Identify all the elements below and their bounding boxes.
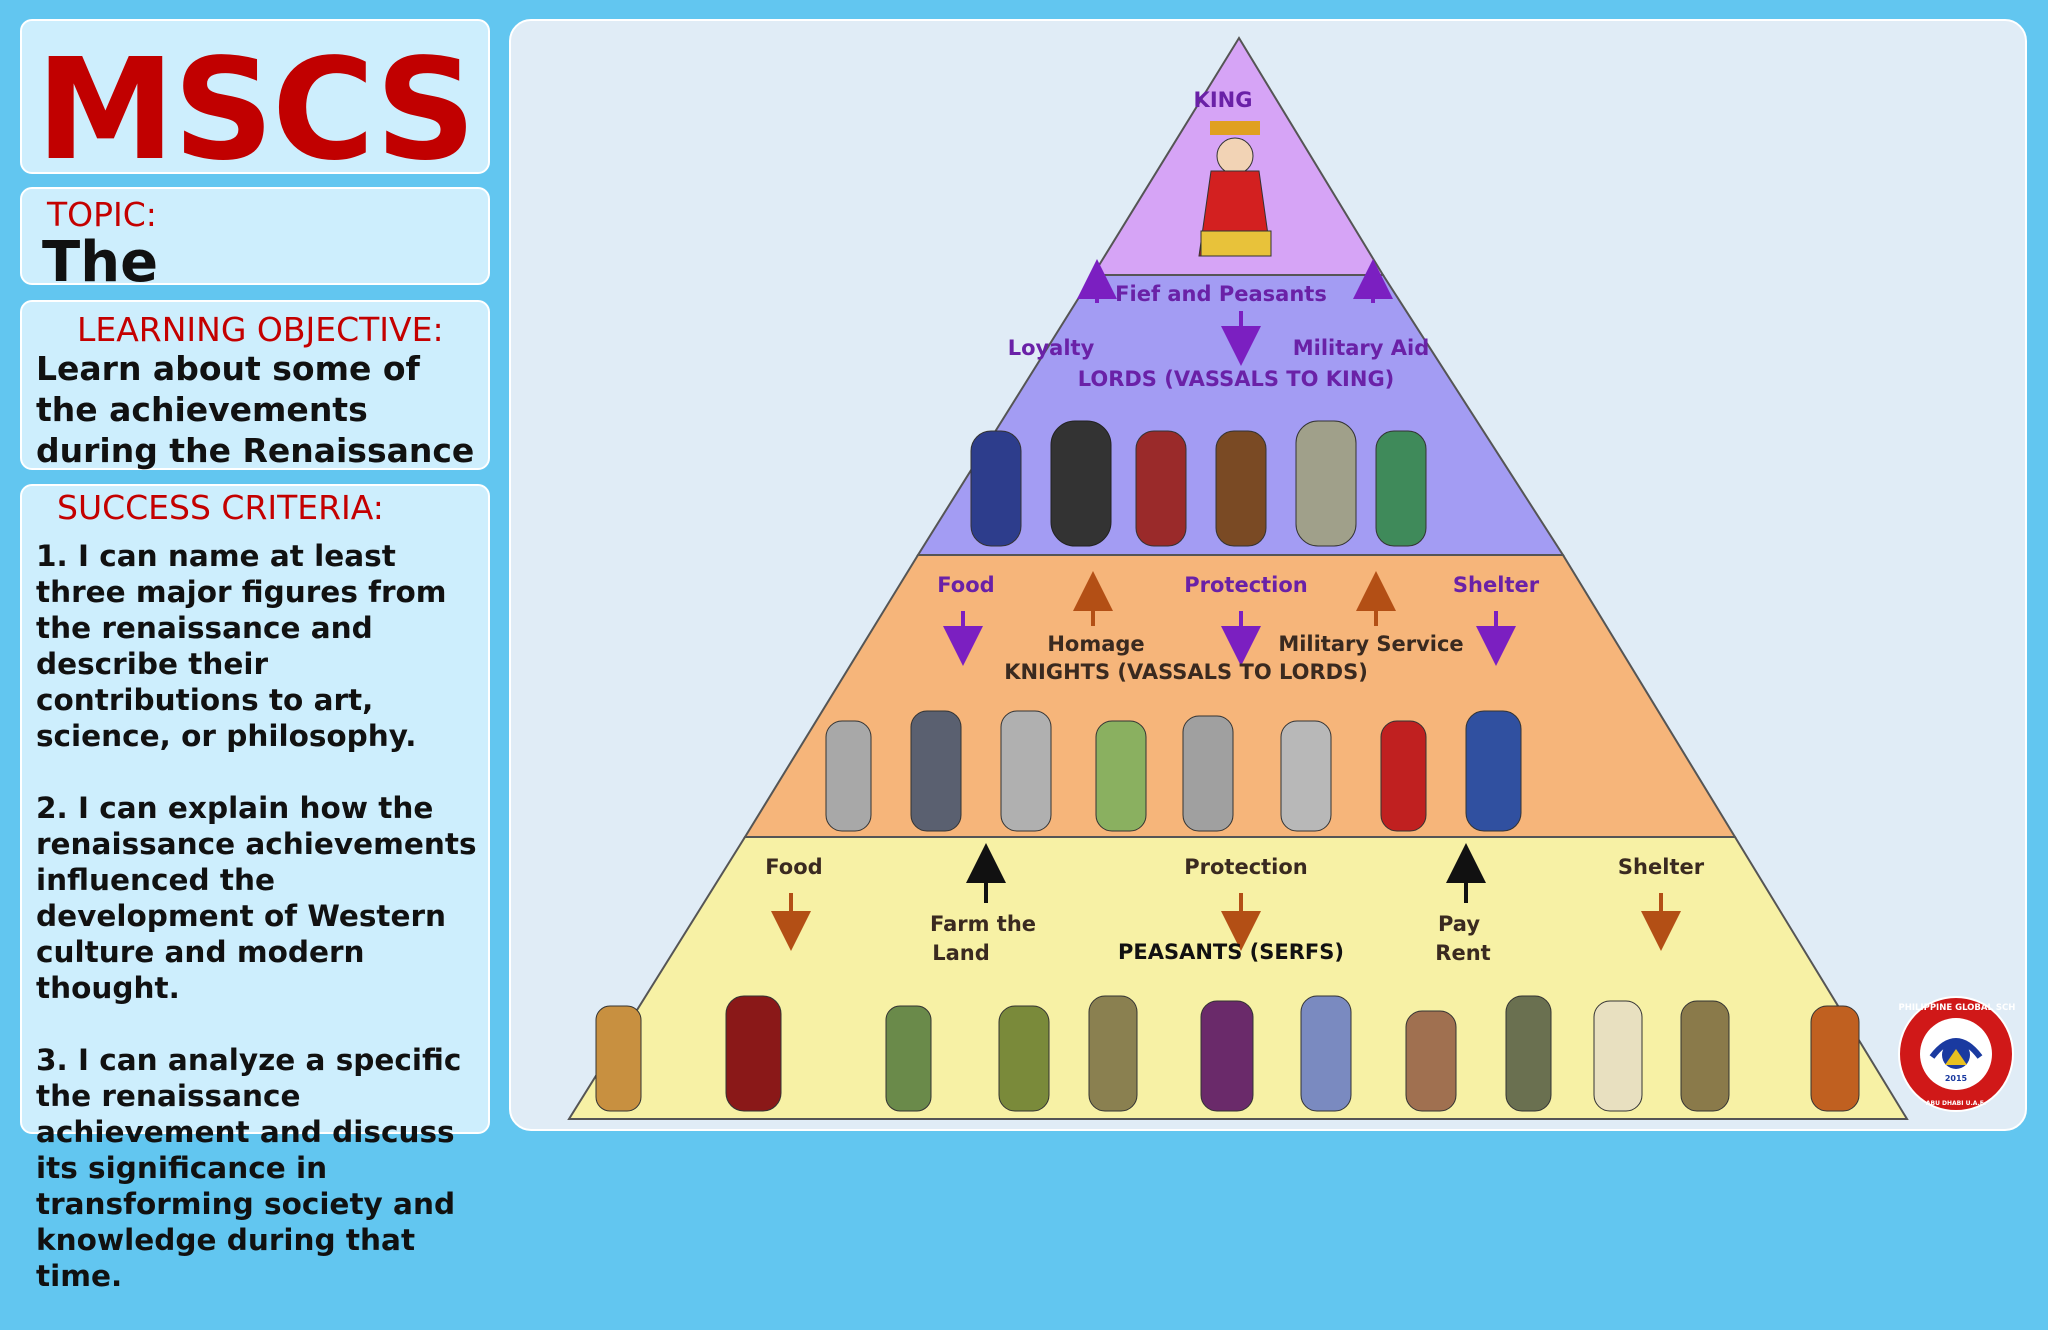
lords-figures-icon — [970, 420, 1427, 547]
homage-label: Homage — [1047, 632, 1144, 656]
logo-panel: MSCS — [20, 19, 490, 181]
success-criterion-2: 2. I can explain how the renaissance ach… — [36, 791, 477, 1005]
success-criterion-3: 3. I can analyze a specific the renaissa… — [36, 1043, 462, 1293]
pay-rent-label-1: Pay — [1438, 912, 1480, 936]
farm-the-land-label-1: Farm the — [930, 912, 1036, 936]
feudal-pyramid-panel: KING Fief and Peasants Loyalty Military … — [509, 19, 2027, 1131]
peasants-protection-label: Protection — [1184, 855, 1308, 879]
peasants-title: PEASANTS (SERFS) — [1118, 940, 1344, 964]
loyalty-label: Loyalty — [1008, 336, 1095, 360]
seal-name: THE PHILIPPINE GLOBAL SCHOOL — [1897, 1003, 2015, 1013]
knights-title: KNIGHTS (VASSALS TO LORDS) — [1004, 660, 1368, 684]
king-figure-icon — [1198, 121, 1272, 257]
learning-objective-text: Learn about some of the achievements dur… — [36, 349, 475, 470]
success-criteria-label: SUCCESS CRITERIA: — [57, 488, 384, 527]
knights-shelter-label: Shelter — [1453, 573, 1540, 597]
peasants-shelter-label: Shelter — [1618, 855, 1705, 879]
peasants-figures-icon — [595, 995, 1860, 1112]
knights-protection-label: Protection — [1184, 573, 1308, 597]
success-criterion-1: 1. I can name at least three major figur… — [36, 539, 447, 753]
school-seal-icon: 2015 THE PHILIPPINE GLOBAL SCHOOL ABU DH… — [1897, 996, 2015, 1112]
seal-location: ABU DHABI U.A.E. — [1926, 1100, 1986, 1107]
seal-year: 2015 — [1945, 1074, 1968, 1083]
farm-the-land-label-2: Land — [932, 941, 990, 965]
military-service-label: Military Service — [1278, 632, 1463, 656]
knights-food-label: Food — [937, 573, 994, 597]
lords-title: LORDS (VASSALS TO KING) — [1078, 367, 1395, 391]
school-logo-text: MSCS — [35, 29, 476, 192]
fief-label: Fief and Peasants — [1115, 282, 1327, 306]
topic-label: TOPIC: — [47, 195, 157, 234]
tier-knights — [743, 554, 1737, 838]
success-criteria-list: 1. I can name at least three major figur… — [36, 538, 486, 1330]
success-criteria-panel: SUCCESS CRITERIA: 1. I can name at least… — [20, 484, 490, 1293]
peasants-food-label: Food — [765, 855, 822, 879]
learning-objective-label: LEARNING OBJECTIVE: — [77, 310, 444, 349]
king-label: KING — [1194, 88, 1253, 112]
military-aid-label: Military Aid — [1293, 336, 1430, 360]
pay-rent-label-2: Rent — [1435, 941, 1490, 965]
topic-panel: TOPIC: The Renaissance — [20, 187, 490, 375]
learning-objective-panel: LEARNING OBJECTIVE: Learn about some of … — [20, 300, 490, 470]
feudal-pyramid-diagram: KING Fief and Peasants Loyalty Military … — [567, 36, 1909, 1120]
knights-figures-icon — [825, 710, 1522, 832]
